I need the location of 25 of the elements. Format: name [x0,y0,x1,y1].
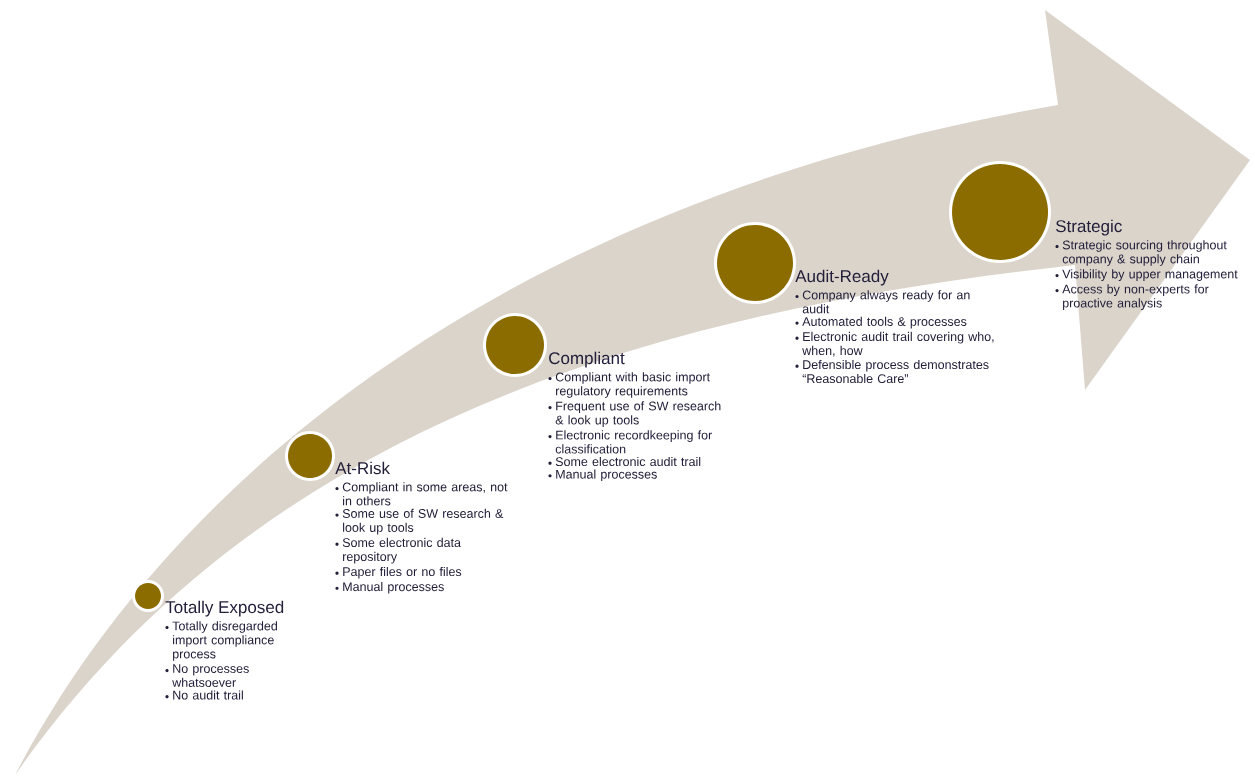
bullet-text: Totally disregarded import compliance process [172,621,277,661]
bullet-text: Paper files or no files [343,566,462,579]
bullet-text: Some use of SW research & look up tools [342,508,504,535]
bullet-text: Access by non-experts for proactive analysis [1062,284,1209,310]
stage-heading: Audit-Ready [795,269,889,286]
stage-heading: Totally Exposed [165,600,284,617]
bullet-text: Defensible process demonstrates “Reasonable Care” [802,359,989,384]
bullet-text: Electronic audit trail covering who, when, how [802,331,994,357]
bullet-text: Some electronic audit trail [555,456,701,467]
stage-heading: Strategic [1056,219,1122,236]
bullet-text: Compliant in some areas, not in others [342,482,508,506]
stage-heading: Compliant [549,351,625,368]
bullet-text: Some electronic data repository [342,537,461,564]
bullet-text: Manual processes [556,469,657,482]
bullet-text: Visibility by upper management [1062,269,1238,281]
bullet-text: Company always ready for an audit [802,290,970,314]
bullet-text: Frequent use of SW research & look up tools [555,401,721,427]
bullet-text: Compliant with basic import regulatory requirements [555,372,710,398]
bullet-text: Strategic sourcing throughout company & supply chain [1062,240,1227,266]
bullet-text: Automated tools & processes [802,316,967,329]
bullet-text: No processes whatsoever [172,664,249,687]
stage-heading: At-Risk [335,461,390,475]
bullet-text: Electronic recordkeeping for classification [555,430,712,454]
bullet-text: No audit trail [173,690,243,700]
bullet-text: Manual processes [343,581,444,594]
